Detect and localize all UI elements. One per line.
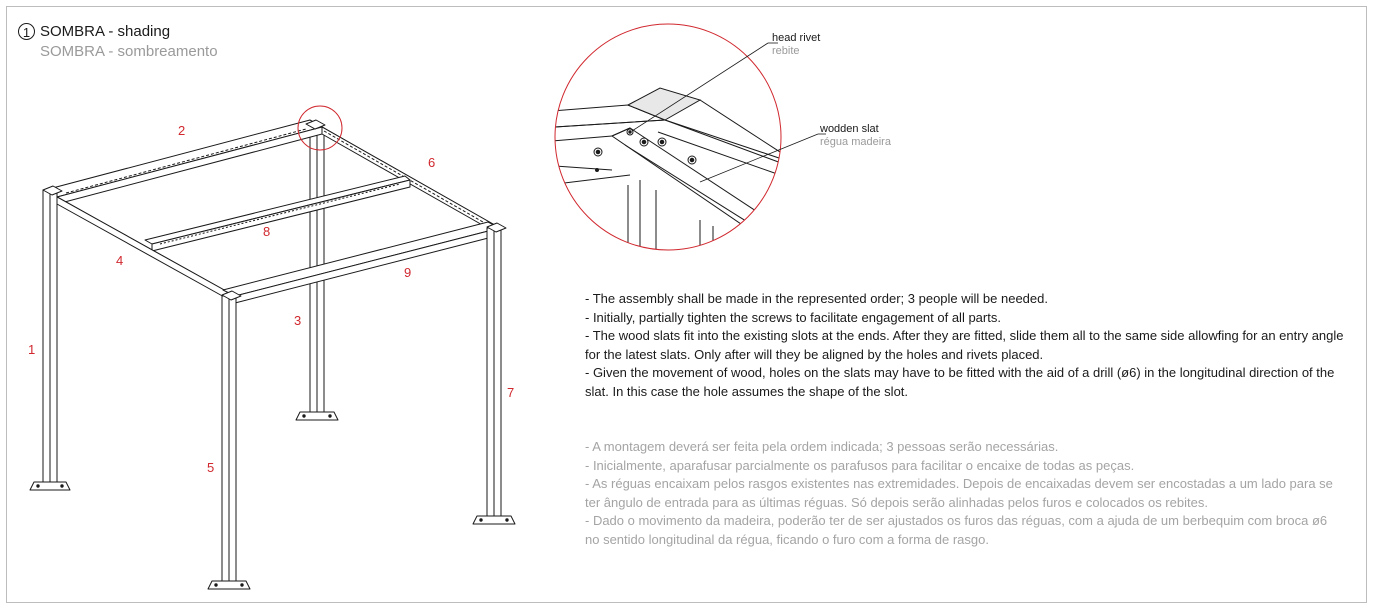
cap-front-right [486,222,507,233]
note-en-1: - The assembly shall be made in the repr… [585,291,1048,306]
leader-wooden-slat [699,133,819,183]
part-label-5: 5 [207,460,215,475]
rivet-holes [593,128,697,172]
part-label-3: 3 [294,313,302,328]
part-label-7: 7 [507,385,515,400]
cap-front-left [221,290,242,301]
post-front-left [207,295,251,590]
beam-left-side [44,189,236,304]
pergola-frame [29,119,516,590]
callout-wooden-slat-pt: régua madeira [820,136,891,148]
assembly-notes-portuguese: - A montagem deverá ser feita pela ordem… [585,438,1345,549]
callout-wooden-slat-en: wodden slat [820,123,879,135]
callout-wooden-slat: wodden slat régua madeira [820,123,891,149]
part-label-1: 1 [28,342,36,357]
note-en-3: - The wood slats fit into the existing s… [585,328,1344,362]
assembly-notes-english: - The assembly shall be made in the repr… [585,290,1345,401]
note-pt-3: - As réguas encaixam pelos rasgos existe… [585,476,1333,510]
callout-head-rivet-en: head rivet [772,32,821,44]
detail-circle-border [554,23,782,251]
part-label-6: 6 [428,155,436,170]
post-front-right [472,227,516,525]
note-pt-1: - A montagem deverá ser feita pela ordem… [585,439,1059,454]
part-label-4: 4 [116,253,124,268]
note-pt-4: - Dado o movimento da madeira, poderão t… [585,513,1328,547]
cap-back-left [42,185,63,196]
part-label-2: 2 [178,123,186,138]
callout-head-rivet: head rivet rebite [772,32,820,58]
post-back-left [29,189,71,491]
note-en-2: - Initially, partially tighten the screw… [585,309,1001,325]
note-pt-2: - Inicialmente, aparafusar parcialmente … [585,457,1135,473]
note-en-4: - Given the movement of wood, holes on t… [585,365,1335,399]
step-title-english: SOMBRA - shading [40,23,171,40]
step-number-badge: 1 [18,23,35,40]
step-title-portuguese: SOMBRA - sombreamento [40,43,218,60]
part-label-8: 8 [263,224,271,239]
detail-marker-circle [297,105,343,151]
leader-head-rivet [631,42,769,132]
part-label-9: 9 [404,265,412,280]
callout-head-rivet-pt: rebite [772,45,800,57]
rivet-detail-view [555,24,781,250]
cap-back-right [305,119,326,130]
page-frame [6,6,1367,603]
slat-middle [144,175,411,252]
slat-end-top [626,87,702,121]
